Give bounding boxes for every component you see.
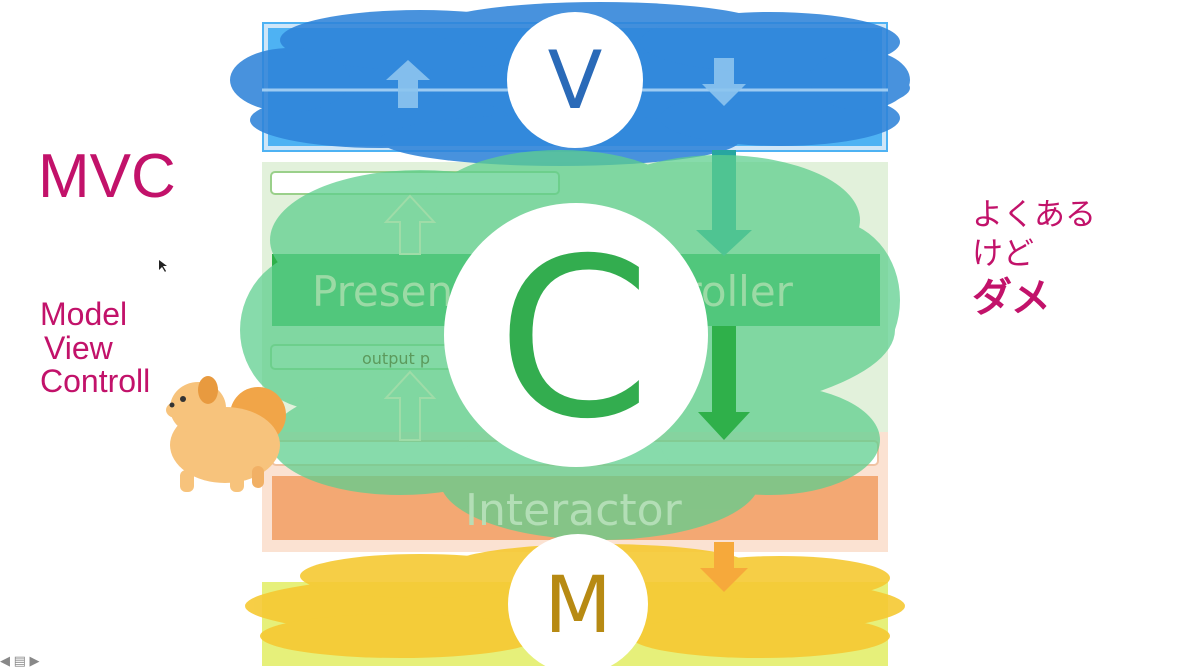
presenter-up-arrow-icon: [383, 194, 437, 255]
view-down-arrow-icon: [702, 58, 746, 106]
interactor-label: Interactor: [465, 485, 683, 536]
view-disk: [507, 12, 643, 148]
interactor-to-model-arrow-icon: [700, 542, 748, 592]
note-line-but: けど: [972, 235, 1034, 272]
controller-to-interactor-arrow-icon: [698, 326, 750, 440]
dog-illustration: [166, 376, 286, 492]
mvc-title: MVC: [38, 142, 176, 211]
output-port-up-arrow-icon: [383, 370, 437, 441]
model-letter: M: [544, 561, 611, 651]
controller-letter: C: [497, 211, 651, 467]
view-letter: V: [548, 34, 603, 127]
subtitle-line-model: Model: [40, 296, 128, 332]
mouse-cursor-icon: [159, 260, 167, 272]
output-port-label: output p: [362, 349, 430, 368]
side-note: よくある けど ダメ: [972, 196, 1096, 322]
controller-disk: [444, 203, 708, 467]
mvc-subtitle: Model View Controll: [40, 296, 151, 400]
note-line-bad: ダメ: [972, 274, 1051, 321]
view-up-arrow-icon: [386, 60, 430, 108]
subtitle-line-controller: Controll: [40, 363, 151, 400]
subtitle-line-view: View: [44, 329, 113, 366]
note-line-common: よくある: [972, 197, 1096, 233]
presenter-label: Presen: [312, 267, 453, 316]
slide-nav[interactable]: ◀ ▤ ▶: [0, 653, 40, 668]
model-disk: [508, 534, 648, 669]
